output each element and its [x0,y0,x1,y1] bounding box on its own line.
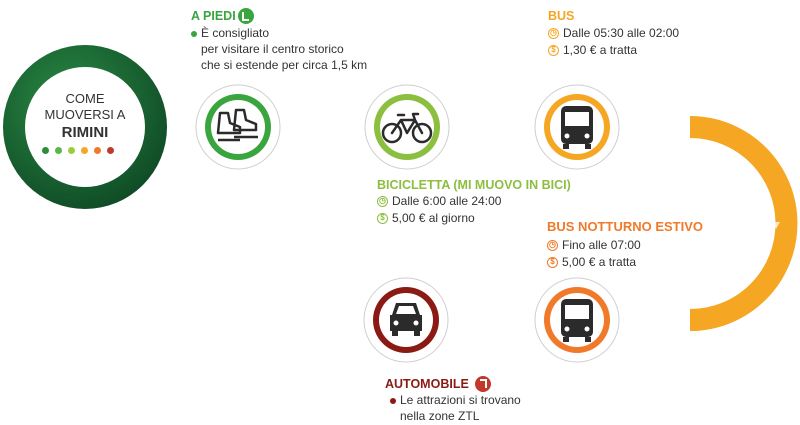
hub-dot [55,147,62,154]
walk-text-1: È consigliato [201,26,270,40]
bike-price-row: $5,00 € al giorno [377,211,475,226]
walk-title: A PIEDI [191,9,236,23]
walk-line2: per visitare il centro storico [201,42,344,56]
bike-title: BICICLETTA (MI MUOVO IN BICI) [377,178,571,192]
station-bicycle [364,84,450,170]
hub-dot [42,147,49,154]
car-icon [390,303,422,336]
hub-color-dots [42,147,114,154]
arrow [174,123,181,131]
arrow [323,123,330,131]
night-bus-icon [561,299,593,342]
bike-price: 5,00 € al giorno [392,211,475,225]
station-walk [195,84,281,170]
station-arc [195,84,281,128]
bus-icon [561,106,593,149]
bus-price-row: $1,30 € a tratta [548,43,637,58]
arrow [493,316,500,324]
bus-hours-row: ◷ Dalle 05:30 alle 02:00 [548,26,679,41]
hub-inner-circle [25,67,145,187]
hub-dot [81,147,88,154]
bus-hours: Dalle 05:30 alle 02:00 [563,26,680,40]
arrow [772,222,780,229]
hub-dot [94,147,101,154]
bus-price: 1,30 € a tratta [563,43,638,57]
walk-line1: È consigliato [191,26,269,41]
hub-dot [107,147,114,154]
bullet-dot [191,31,197,37]
station-arc [364,126,450,170]
bus-title: BUS [548,9,575,23]
arrow [643,316,650,324]
station-night-bus [534,277,620,363]
station-arc [364,84,450,128]
car-line1: Le attrazioni si trovano [390,393,521,408]
walk-line3: che si estende per circa 1,5 km [201,58,368,72]
station-arc [534,277,620,321]
night-bus-price: 5,00 € a tratta [562,255,637,269]
night-bus-price-row: $5,00 € a tratta [547,255,636,270]
coin-icon: $ [377,213,388,224]
walk-direction-icon [238,8,254,24]
coin-icon: $ [547,257,558,268]
station-arc [195,126,281,170]
hub-city: RIMINI [61,124,109,141]
station-arc [363,277,449,321]
station-arc [534,84,620,128]
station-bus [534,84,620,170]
night-bus-title: BUS NOTTURNO ESTIVO [547,219,704,234]
station-arc [534,126,620,170]
shoes-icon [216,108,258,142]
station-face [380,100,434,154]
clock-icon: ◷ [548,28,559,39]
bicycle-icon [381,112,433,144]
clock-icon: ◷ [547,240,558,251]
night-bus-hours-row: ◷ Fino alle 07:00 [547,238,641,253]
coin-icon: $ [548,45,559,56]
bike-hours-row: ◷ Dalle 6:00 alle 24:00 [377,194,501,209]
car-line2: nella zone ZTL [400,409,480,423]
clock-icon: ◷ [377,196,388,207]
hub-line1: COME [65,91,105,106]
arrow [494,123,501,131]
arrow [636,123,643,131]
road-curve [689,116,798,331]
station-arc [363,319,449,363]
direction-arrows [174,123,780,324]
station-arc [534,319,620,363]
car-title: AUTOMOBILE [385,377,469,391]
bike-hours: Dalle 6:00 alle 24:00 [392,194,502,208]
hub-line2: MUOVERSI A [44,107,126,122]
hub-dot [68,147,75,154]
station-car [363,277,449,363]
car-direction-icon [475,376,491,392]
night-bus-hours: Fino alle 07:00 [562,238,641,252]
car-text-1: Le attrazioni si trovano [400,393,521,407]
bullet-dot [390,398,396,404]
